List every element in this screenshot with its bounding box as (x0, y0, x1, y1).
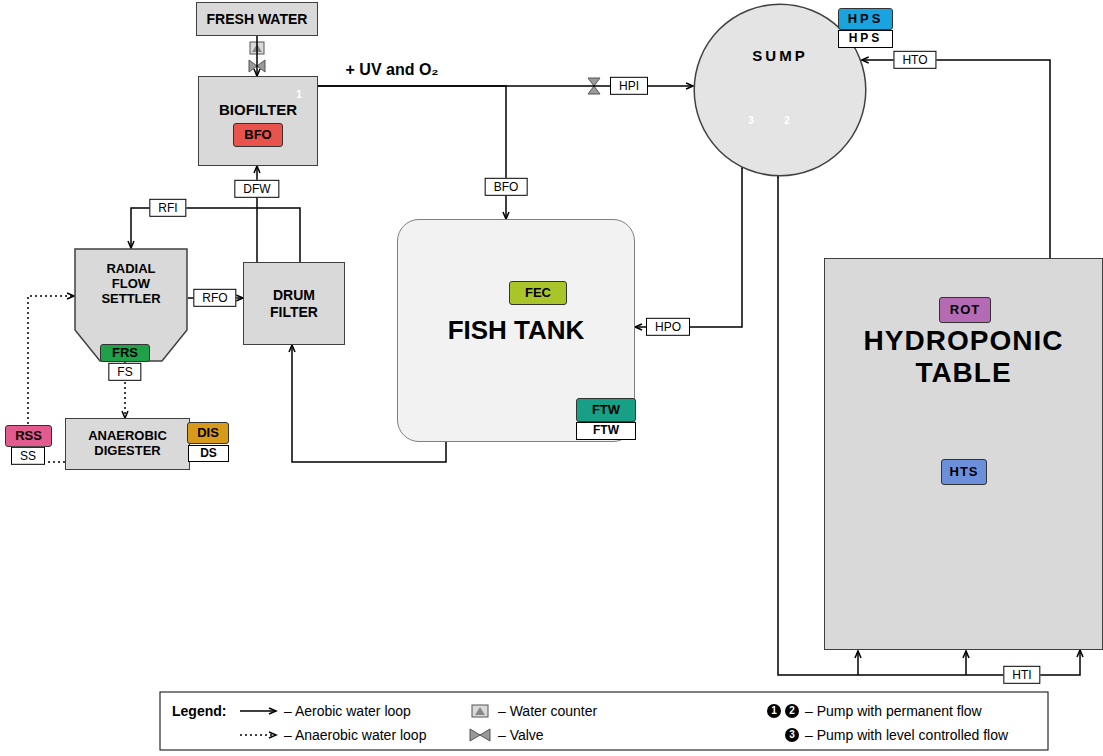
valve-symbol (470, 729, 490, 741)
node-text: BIOFILTER (219, 101, 297, 118)
node-text: HTS (950, 465, 979, 480)
node-text: DS (200, 447, 217, 461)
node-text: FRESH WATER (207, 11, 308, 27)
sensor-tag: HTS (941, 459, 987, 485)
aerobic-flow (256, 36, 258, 76)
callout-number: 1 (296, 89, 302, 101)
sump-circle: SUMPHPSHPS (693, 3, 867, 177)
sensor-tag: DIS (187, 422, 229, 444)
pipe-branch (965, 651, 967, 675)
graphic-part (480, 729, 490, 741)
legend-text: – Water counter (498, 703, 597, 720)
legend-text: – Aerobic water loop (284, 703, 411, 720)
graphic-part (475, 707, 485, 715)
process-box: ANAEROBIC DIGESTERDISDS (65, 418, 190, 470)
aerobic-flow (862, 60, 1050, 258)
flow-label: BFO (485, 178, 528, 196)
node-text: FTW (592, 403, 620, 418)
tank-box: FISH TANK FEC FTW FTW (397, 219, 635, 442)
graphic-part (249, 60, 257, 72)
callout-number: 3 (748, 115, 754, 127)
legend-box (160, 692, 1048, 750)
aerobic-flow (635, 168, 742, 327)
sensor-tag: ROT (939, 297, 991, 323)
flow-label: HTO (893, 51, 936, 69)
sensor-tag: FTW (576, 398, 636, 422)
graphic-part (588, 86, 600, 94)
pipe-branch (857, 651, 859, 675)
legend-line-sample (240, 734, 276, 736)
legend-text: – Pump with level controlled flow (805, 727, 1008, 744)
treatment-note: + UV and O₂ (346, 60, 439, 79)
sensor-tag: HPS (838, 8, 893, 30)
flow-label: DFW (234, 180, 279, 198)
flow-label: HTI (1003, 666, 1040, 684)
flow-label: RFO (193, 289, 236, 307)
node-text: HPS (849, 32, 883, 46)
callout-number: 3 (789, 729, 795, 741)
node-text: RSS (15, 429, 42, 444)
process-box: DRUM FILTER (243, 262, 345, 345)
pump-number-disc (767, 704, 781, 718)
flow-label: SS (11, 447, 45, 465)
legend-text: – Valve (498, 727, 544, 744)
aerobic-flow (318, 86, 506, 219)
hydroponic-box: HYDROPONIC TABLE ROT HTS (824, 258, 1103, 650)
sample-tag: FTW (576, 422, 636, 440)
node-text: SUMP (752, 47, 807, 64)
node-text: DRUM FILTER (258, 287, 330, 319)
node-text: FISH TANK (448, 316, 585, 346)
sample-tag: HPS (838, 30, 893, 48)
flow-label: HPI (610, 77, 648, 95)
legend-line-sample (240, 710, 276, 712)
node-text: HYDROPONIC TABLE (859, 325, 1069, 389)
pump-number-disc (785, 704, 799, 718)
graphic-part (472, 705, 488, 717)
callout-number: 2 (784, 115, 790, 127)
flow-label: FS (108, 363, 141, 381)
sample-tag: DS (188, 445, 229, 462)
sensor-tag: FRS (100, 344, 150, 362)
callout-number: 1 (771, 705, 777, 717)
node-text: FTW (593, 424, 619, 438)
node-text: RADIAL FLOW SETTLER (89, 262, 173, 307)
legend-title: Legend: (172, 703, 226, 720)
node-text: FRS (112, 346, 138, 361)
node-text: FEC (525, 286, 551, 301)
legend-text: – Pump with permanent flow (805, 703, 982, 720)
source-box: FRESH WATER (196, 2, 318, 36)
graphic-part (470, 729, 480, 741)
node-text: BFO (244, 128, 271, 143)
flow-label: RFI (149, 199, 186, 217)
node-text: ROT (950, 303, 980, 318)
sensor-tag: FEC (509, 281, 567, 305)
graphic-part (257, 60, 265, 72)
node-text: DIS (197, 426, 219, 441)
water-counter (472, 705, 488, 717)
node-text: HPS (848, 12, 884, 27)
node-text: ANAEROBIC DIGESTER (78, 429, 178, 459)
legend-text: – Anaerobic water loop (284, 727, 426, 744)
graphic-part (588, 78, 600, 86)
callout-number: 2 (789, 705, 795, 717)
pump-number-disc (785, 728, 799, 742)
sensor-tag: BFO (233, 123, 283, 147)
settler-box: RADIAL FLOW SETTLER FRS (74, 248, 188, 362)
flow-label: HPO (646, 318, 690, 336)
settler-outline (75, 249, 187, 361)
sensor-tag: RSS (5, 425, 52, 447)
